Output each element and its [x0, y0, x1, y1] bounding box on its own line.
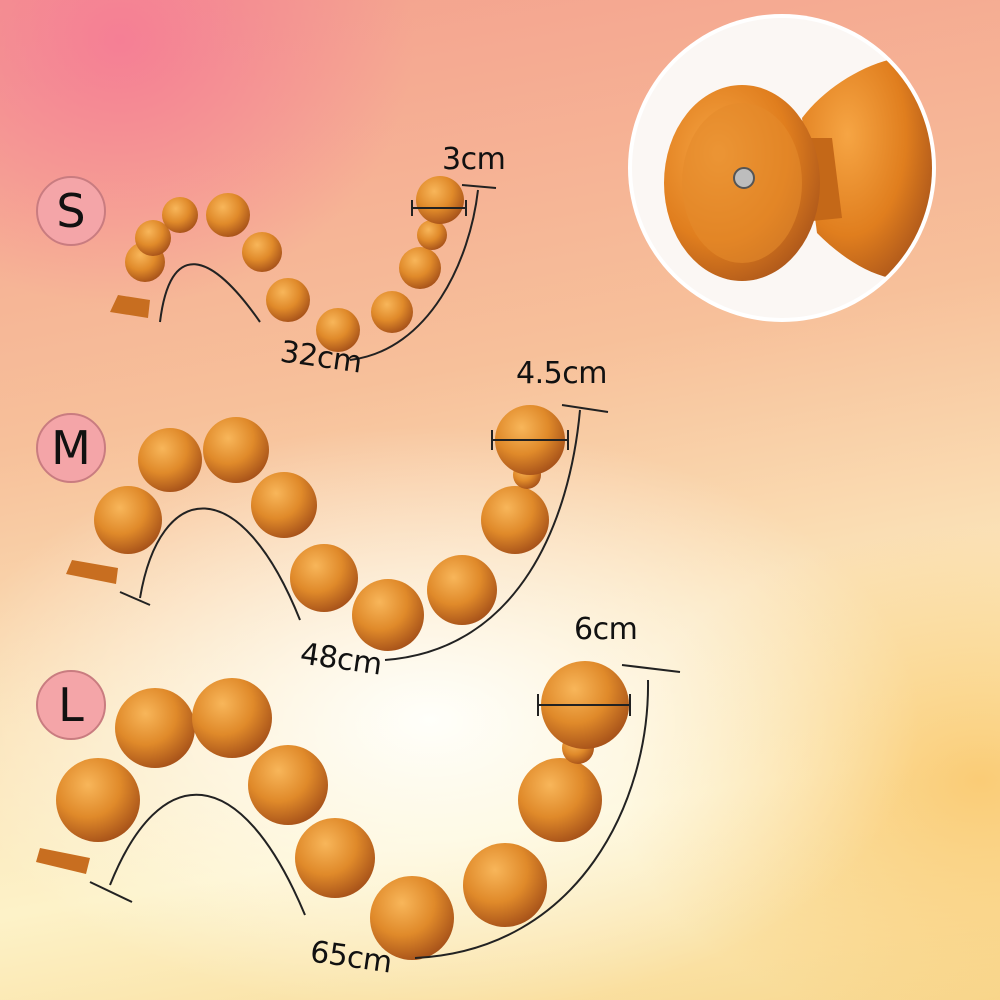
size-l-measure-lines: [89, 664, 681, 959]
size-s-beads: [110, 176, 464, 352]
diameter-label-m: 4.5cm: [516, 356, 607, 391]
size-badge-letter: S: [56, 184, 86, 238]
diameter-label-s: 3cm: [442, 142, 506, 177]
size-m-measure-lines: [119, 404, 609, 661]
suction-cup-detail-image: [664, 56, 932, 281]
size-badge-m: M: [36, 413, 106, 483]
diameter-label-l: 6cm: [574, 612, 638, 647]
size-badge-s: S: [36, 176, 106, 246]
size-badge-l: L: [36, 670, 106, 740]
size-badge-letter: M: [51, 421, 91, 475]
detail-inset: [632, 18, 932, 318]
size-m-beads: [66, 405, 565, 651]
size-badge-letter: L: [58, 678, 84, 732]
size-s-measure-lines: [159, 184, 497, 361]
